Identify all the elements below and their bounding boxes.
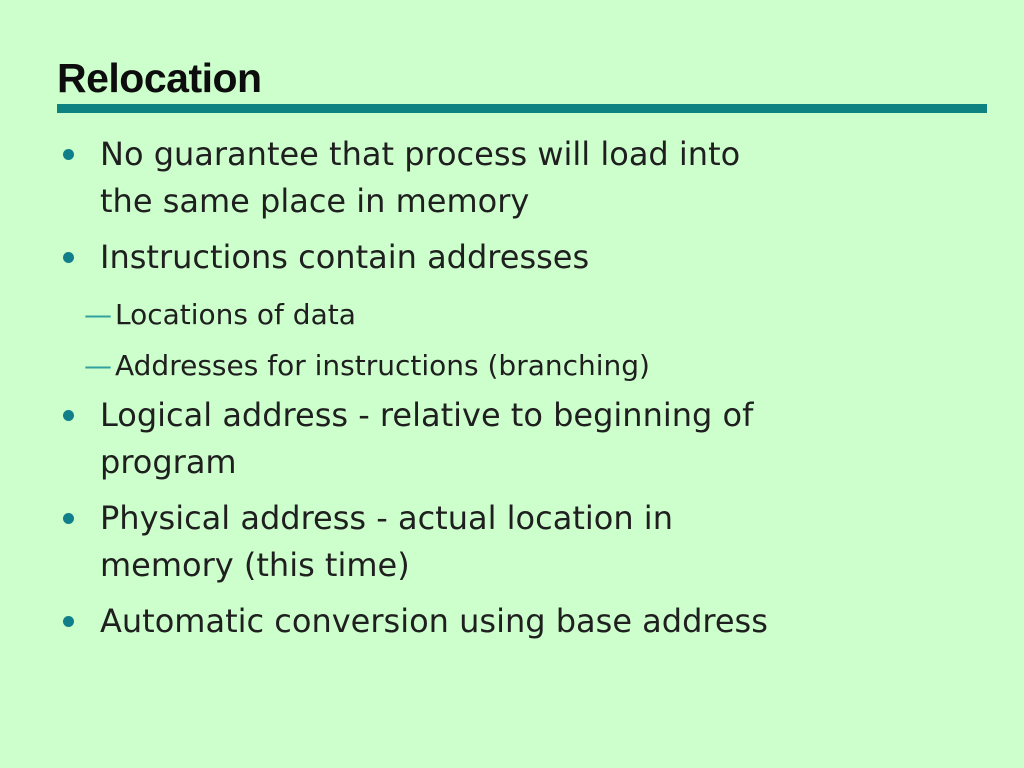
list-item: No guarantee that process will load into… <box>57 131 987 225</box>
bullet-icon <box>63 513 74 524</box>
dash-bullet-icon: — <box>84 298 112 331</box>
list-item-text: Physical address - actual location in me… <box>100 499 673 584</box>
list-item-text: Locations of data <box>115 298 356 331</box>
bullet-icon <box>63 252 74 263</box>
bullet-list: No guarantee that process will load into… <box>57 131 987 654</box>
dash-bullet-icon: — <box>84 349 112 382</box>
sub-list-item: —Locations of data <box>57 290 987 339</box>
bullet-icon <box>63 149 74 160</box>
page-title: Relocation <box>57 55 262 101</box>
list-item-text: Logical address - relative to beginning … <box>100 396 754 481</box>
title-divider <box>57 104 987 113</box>
list-item-text: Instructions contain addresses <box>100 238 590 276</box>
list-item: Physical address - actual location in me… <box>57 495 987 589</box>
list-item-text: Automatic conversion using base address <box>100 602 768 640</box>
bullet-icon <box>63 410 74 421</box>
list-item: Automatic conversion using base address <box>57 598 987 645</box>
sub-list-item: —Addresses for instructions (branching) <box>57 341 987 390</box>
list-item: Logical address - relative to beginning … <box>57 392 987 486</box>
bullet-icon <box>63 616 74 627</box>
list-item: Instructions contain addresses <box>57 234 987 281</box>
list-item-text: Addresses for instructions (branching) <box>115 349 650 382</box>
list-item-text: No guarantee that process will load into… <box>100 135 741 220</box>
